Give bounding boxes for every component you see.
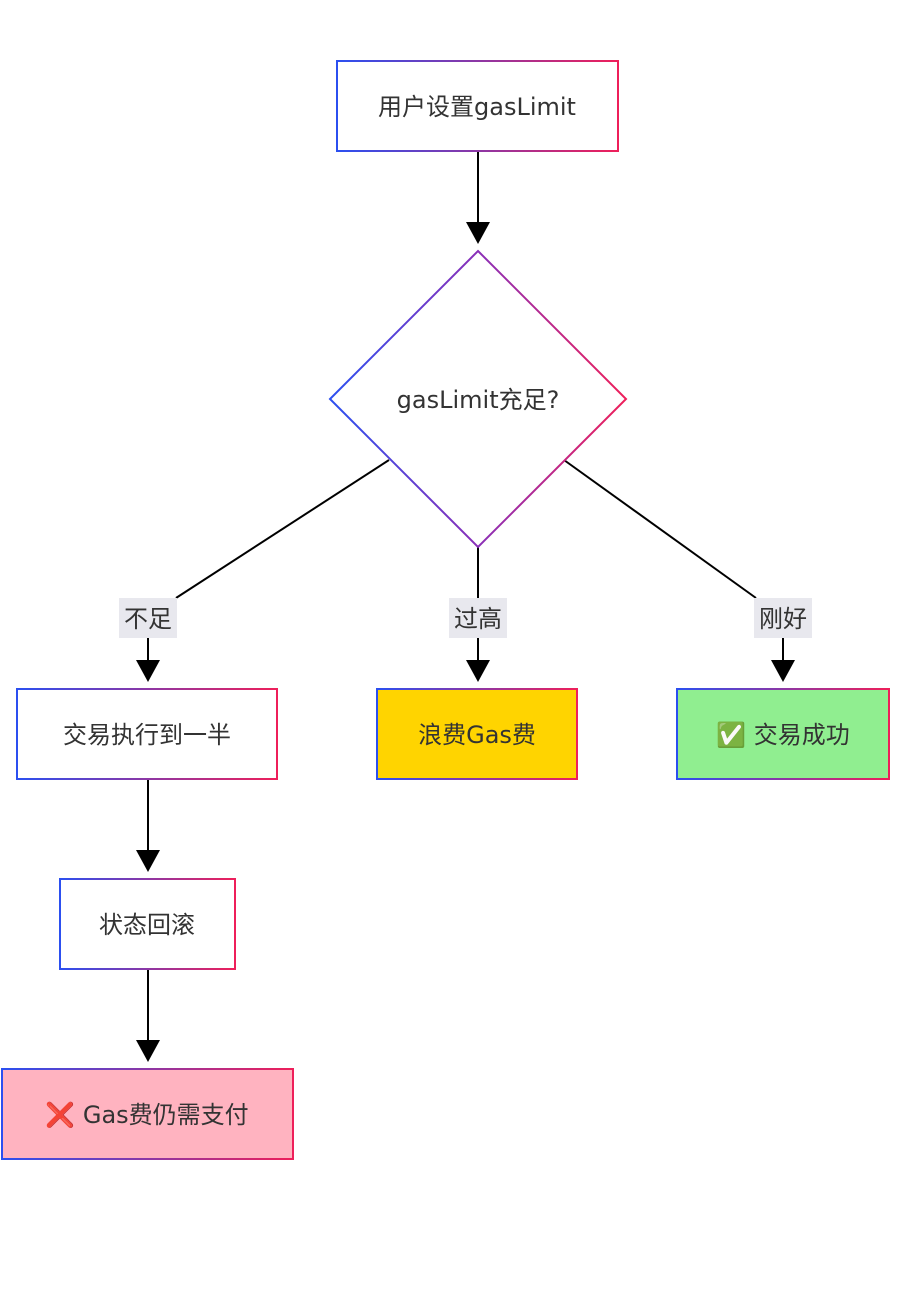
edge-label-just-right: 刚好 xyxy=(754,598,812,638)
node-pay-fee: ❌ Gas费仍需支付 xyxy=(1,1068,294,1160)
node-pay-fee-label: ❌ Gas费仍需支付 xyxy=(45,1101,248,1129)
node-half-executed-label: 交易执行到一半 xyxy=(63,721,231,749)
node-success-label: ✅ 交易成功 xyxy=(716,721,850,749)
edge-label-too-high-text: 过高 xyxy=(454,605,502,633)
edge-label-just-right-text: 刚好 xyxy=(759,605,807,633)
edge-label-insufficient-text: 不足 xyxy=(124,605,172,633)
arrowhead-too-high xyxy=(466,660,490,682)
node-start-label: 用户设置gasLimit xyxy=(378,93,576,121)
node-decision: gasLimit充足? xyxy=(328,249,628,549)
node-waste-gas-label: 浪费Gas费 xyxy=(418,721,536,749)
node-rollback-label: 状态回滚 xyxy=(99,911,195,939)
arrowhead-rollback-payfee xyxy=(136,1040,160,1062)
node-success: ✅ 交易成功 xyxy=(676,688,890,780)
node-decision-label: gasLimit充足? xyxy=(397,386,560,414)
edge-decision-to-success xyxy=(563,459,757,599)
edge-decision-to-half xyxy=(175,459,390,599)
node-half-executed: 交易执行到一半 xyxy=(16,688,278,780)
arrowhead-just-right xyxy=(771,660,795,682)
arrowhead-start-decision xyxy=(466,222,490,244)
edge-label-too-high: 过高 xyxy=(449,598,507,638)
node-waste-gas: 浪费Gas费 xyxy=(376,688,578,780)
arrowhead-insufficient xyxy=(136,660,160,682)
node-rollback: 状态回滚 xyxy=(59,878,236,970)
edge-label-insufficient: 不足 xyxy=(119,598,177,638)
arrowhead-half-rollback xyxy=(136,850,160,872)
node-start: 用户设置gasLimit xyxy=(336,60,619,152)
